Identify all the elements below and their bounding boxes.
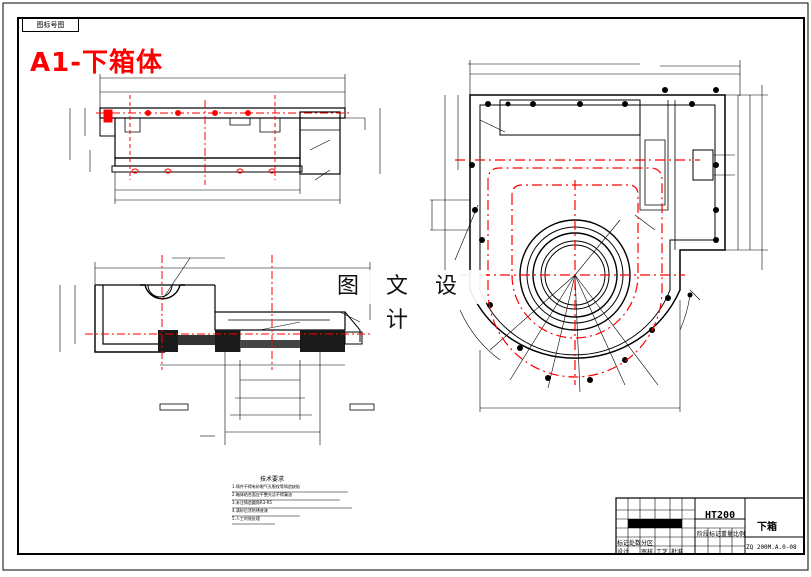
title-block-material: HT200 [705,510,736,521]
title-block-cell: 审核 [641,549,654,556]
title-block-cell: 比例 [733,531,746,538]
plan-view-holes [469,87,719,383]
inner-border [17,17,805,555]
plan-view-centerlines [455,159,700,385]
tech-note-line: 2.箱体结合面应平整光洁不得漏油 [232,492,292,497]
title-block [615,497,805,555]
title-block-cell: 阶段标记 [697,531,722,538]
tech-note-line: 4.清砂后涂防锈底漆 [232,508,268,513]
title-block-cell: 设计 [617,549,630,556]
tech-note-line: 3.未注铸造圆角R3-R5 [232,500,272,505]
title-block-cell: 工艺 [656,549,669,556]
front-view-centerlines [96,95,350,185]
title-block-cell: 处数 [629,540,642,547]
watermark-text: 图 文 设 计 [318,270,486,333]
section-centerlines [85,255,370,370]
section-fill [158,330,363,352]
tech-note-line: 1.铸件不得有砂眼气孔裂纹等铸造缺陷 [232,484,300,489]
tech-notes: 技术要求 1.铸件不得有砂眼气孔裂纹等铸造缺陷 2.箱体结合面应平整光洁不得漏油… [232,474,362,523]
front-view [69,74,381,204]
title-block-cell: 标记 [617,540,630,547]
title-block-cell: 重量 [721,531,734,538]
title-block-cell: 分区 [641,540,654,547]
section-view [59,257,375,445]
tech-notes-heading: 技术要求 [259,476,284,483]
drawing-title: A1-下箱体 [30,48,164,78]
title-block-cell: 批准 [671,549,684,556]
tech-notes-lines [232,491,352,525]
title-block-part-name: 下箱 [757,522,777,533]
title-block-drawing-number: ZQ 200M.A.0-08 [746,544,797,551]
corner-stamp: 图标号图 [22,18,79,32]
plan-view [430,60,768,412]
tech-note-line: 5.人工时效处理 [232,516,260,521]
